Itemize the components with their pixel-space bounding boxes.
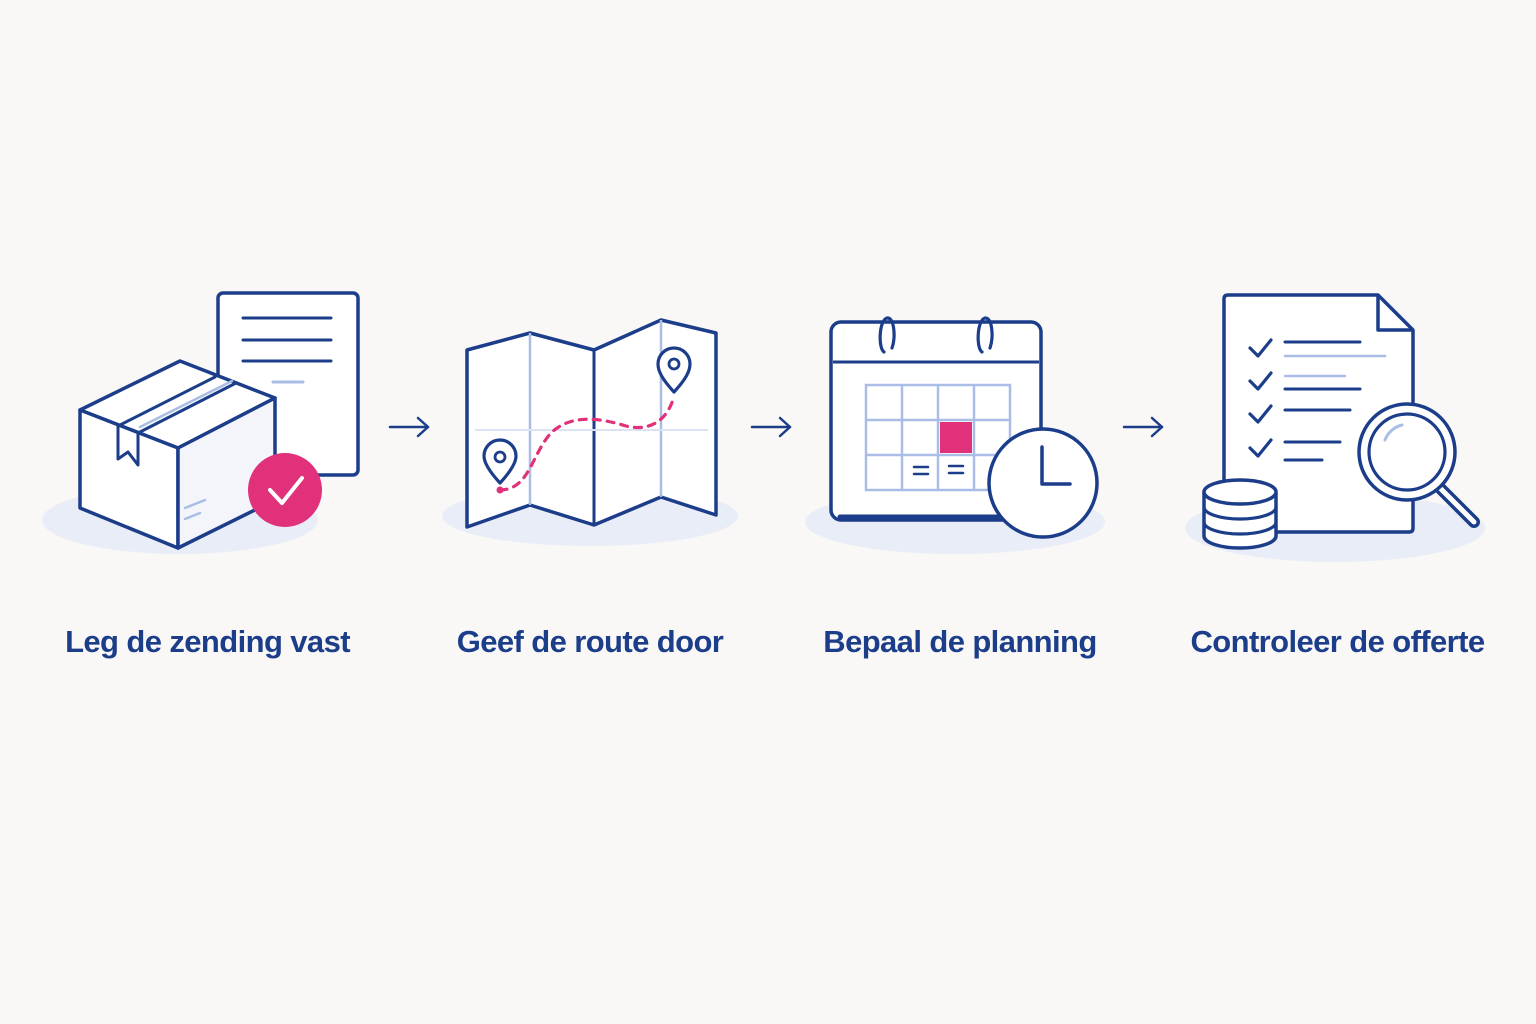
- package-with-document-check-icon: [42, 291, 360, 554]
- arrow-right-icon: [750, 416, 792, 438]
- arrow-right-icon: [388, 416, 430, 438]
- step-label-planning: Bepaal de planning: [823, 624, 1097, 659]
- folded-map-route-icon: [442, 318, 738, 546]
- step-label-route: Geef de route door: [456, 624, 724, 659]
- quote-checklist-magnifier-coins-icon: [1185, 293, 1485, 562]
- step-label-shipment: Leg de zending vast: [65, 624, 350, 659]
- arrow-right-icon: [1122, 416, 1164, 438]
- step-label-quote: Controleer de offerte: [1190, 624, 1486, 659]
- calendar-clock-icon: [805, 316, 1105, 554]
